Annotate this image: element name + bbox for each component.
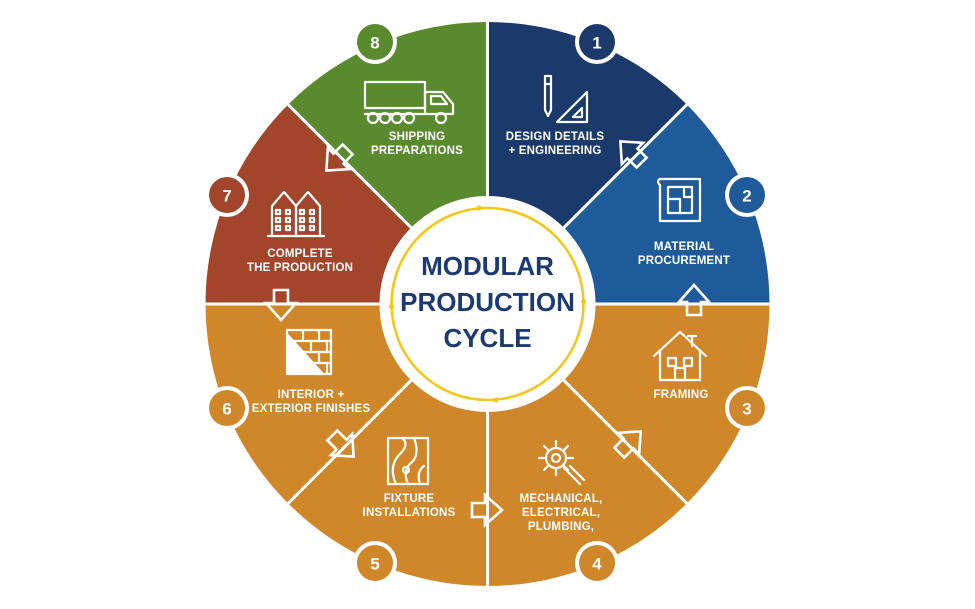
- badge-disc: [579, 545, 615, 581]
- flow-arrow-4: [470, 492, 504, 528]
- segment-dividers: [205, 22, 770, 586]
- step-5-number: 5: [370, 555, 379, 574]
- step-4-label-line-3: PLUMBING,: [528, 521, 594, 533]
- step-4-label-line-1: MECHANICAL,: [520, 493, 603, 505]
- step-3-badge: 3: [725, 386, 769, 430]
- drafting-triangle-icon: [543, 74, 589, 124]
- truck-icon: [363, 80, 455, 125]
- step-3-number: 3: [742, 400, 751, 419]
- wood-panel-icon: [386, 436, 430, 486]
- flow-arrow-6: [263, 288, 299, 322]
- step-3-label-line-1: FRAMING: [653, 389, 708, 401]
- badge-disc: [579, 24, 615, 60]
- step-2-badge: 2: [725, 173, 769, 217]
- badge-disc: [209, 390, 245, 426]
- segment-step-6: [205, 304, 413, 504]
- center-hub: MODULAR PRODUCTION CYCLE: [379, 196, 596, 412]
- ring-arrowhead: [388, 300, 395, 308]
- step-6-label-line-2: EXTERIOR FINISHES: [252, 403, 371, 415]
- segment-step-4: [487, 378, 687, 586]
- center-title-line-2: PRODUCTION: [400, 287, 575, 317]
- step-8-label-line-1: SHIPPING: [389, 131, 446, 143]
- step-number-badges: 1 2 3 4 5 6 7 8: [205, 20, 769, 585]
- step-arrows: [263, 140, 712, 528]
- step-5-label-line-2: INSTALLATIONS: [363, 507, 456, 519]
- badge-disc: [729, 390, 765, 426]
- step-5-label-line-1: FIXTURE: [384, 493, 435, 505]
- flow-arrow-1: [619, 140, 649, 170]
- step-7-number: 7: [222, 187, 231, 206]
- step-icons: [266, 74, 708, 486]
- segment-divider: [561, 377, 688, 505]
- flow-arrow-3: [612, 430, 642, 460]
- step-1-label-line-2: + ENGINEERING: [508, 145, 601, 157]
- step-5-badge: 5: [353, 541, 397, 585]
- step-2-label-line-1: MATERIAL: [654, 241, 714, 253]
- step-8-number: 8: [370, 34, 379, 53]
- step-2-label-line-2: PROCUREMENT: [638, 255, 730, 267]
- segment-step-8: [288, 22, 488, 230]
- step-7-label-line-2: THE PRODUCTION: [247, 262, 353, 274]
- blueprint-icon: [656, 177, 702, 223]
- segment-step-3: [562, 304, 770, 504]
- step-6-number: 6: [222, 400, 231, 419]
- step-4-label-line-2: ELECTRICAL,: [522, 507, 600, 519]
- badge-disc: [357, 24, 393, 60]
- step-1-badge: 1: [575, 20, 619, 64]
- step-4-number: 4: [592, 555, 602, 574]
- brick-wall-icon: [285, 328, 333, 376]
- segment-divider: [287, 377, 414, 505]
- ring-arrowhead: [489, 397, 498, 403]
- segment-step-2: [562, 104, 770, 304]
- step-1-label-line-1: DESIGN DETAILS: [506, 131, 605, 143]
- step-2-number: 2: [742, 187, 751, 206]
- step-4-badge: 4: [575, 541, 619, 585]
- flow-arrow-7: [325, 142, 355, 172]
- house-frame-icon: [652, 330, 708, 382]
- center-disc: [379, 196, 596, 412]
- ring-arrowhead: [477, 205, 486, 211]
- center-title-line-3: CYCLE: [443, 323, 531, 353]
- step-6-label-line-1: INTERIOR +: [278, 389, 345, 401]
- step-8-label-line-2: PREPARATIONS: [371, 145, 463, 157]
- segment-divider: [287, 103, 414, 231]
- segment-step-1: [487, 22, 687, 230]
- step-8-badge: 8: [353, 20, 397, 64]
- step-7-badge: 7: [205, 173, 249, 217]
- badge-disc: [209, 177, 245, 213]
- step-6-badge: 6: [205, 386, 249, 430]
- badge-disc: [729, 177, 765, 213]
- building-icon: [266, 190, 326, 238]
- flow-arrow-2: [676, 283, 712, 317]
- center-ring-ticks: [388, 205, 587, 403]
- badge-disc: [357, 545, 393, 581]
- center-title-line-1: MODULAR: [421, 251, 554, 281]
- ring-arrowhead: [580, 300, 587, 308]
- flow-arrow-5: [325, 428, 355, 458]
- step-labels: DESIGN DETAILS + ENGINEERING MATERIAL PROCU…: [247, 131, 730, 533]
- step-7-label-line-1: COMPLETE: [267, 248, 333, 260]
- gear-wrench-icon: [537, 439, 586, 486]
- step-1-number: 1: [592, 34, 601, 53]
- segment-divider: [561, 103, 688, 231]
- segment-step-7: [205, 104, 413, 304]
